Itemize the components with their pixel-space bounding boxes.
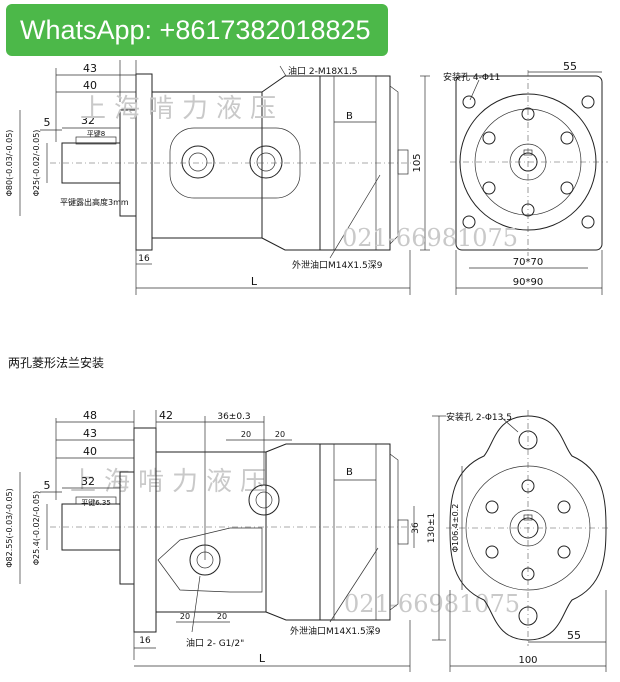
bottom-dim-36v: 36 [411,522,421,534]
bottom-dim-42: 42 [159,409,173,422]
watermark-cn-bottom: 上海啃力液压 [70,467,274,497]
top-key [75,136,117,145]
watermark-phone-bottom: 021-66981075 [344,590,520,618]
top-dim-40: 40 [83,79,97,92]
bottom-dim-20d: 20 [217,612,227,621]
section-title: 两孔菱形法兰安装 [8,355,104,370]
bottom-dim-130: 130±1 [427,513,437,543]
bottom-L: L [259,652,266,665]
bottom-dim-43: 43 [83,427,97,440]
top-side-view: 43 40 5 32 平键8 Φ80(-0.03/-0.05) Φ25(-0.0… [5,60,430,295]
top-key-label: 平键8 [87,129,105,138]
bottom-dim-20c: 20 [180,612,190,621]
bottom-drain-label: 外泄油口M14X1.5深9 [290,625,381,637]
top-L: L [251,275,258,288]
bottom-dim-5: 5 [44,479,51,492]
bottom-dim-20b: 20 [275,430,285,439]
bottom-side-view: 48 43 40 42 36±0.3 20 20 5 32 平键6.35 Φ82… [5,409,421,672]
bottom-dim-16: 16 [139,636,151,646]
bottom-key-label: 平键6.35 [81,498,111,507]
top-dim-90: 90*90 [513,277,543,288]
top-mount-holes: 安装孔 4-Φ11 [443,71,500,83]
top-port-label: 油口 2-M18X1.5 [288,65,358,77]
top-dim-70: 70*70 [513,257,543,268]
bottom-dia-254: Φ25.4(-0.02/-0.05) [32,491,41,565]
top-key-note: 平键露出高度3mm [60,197,129,207]
bottom-flange [133,427,157,633]
top-dia-80: Φ80(-0.03/-0.05) [5,130,14,197]
top-dim-5: 5 [44,116,51,129]
top-dim-16: 16 [138,254,150,264]
top-front-dim-55: 55 [563,60,577,73]
bottom-dim-40: 40 [83,445,97,458]
top-dim-32: 32 [81,114,95,127]
bottom-dim-100: 100 [518,655,537,666]
watermark-phone-top: 021-66981075 [342,224,518,252]
bottom-dia-8255: Φ82.55(-0.03/-0.05) [5,488,14,568]
bottom-front-view: 安装孔 2-Φ13.5 130±1 Φ106.4±0.2 55 100 [427,410,610,672]
top-dim-105: 105 [412,153,423,172]
bottom-mount-holes: 安装孔 2-Φ13.5 [446,411,512,423]
bottom-dim-106: Φ106.4±0.2 [451,504,460,553]
top-b-label: B [346,111,353,122]
bottom-port-label: 油口 2- G1/2" [186,637,244,649]
top-drain-label: 外泄油口M14X1.5深9 [292,259,383,271]
top-dia-25: Φ25(-0.02/-0.05) [32,130,41,197]
bottom-front-dim-55: 55 [567,629,581,642]
watermark-cn-top: 上海啃力液压 [80,94,284,124]
whatsapp-banner: WhatsApp: +8617382018825 [6,4,388,56]
bottom-dim-32: 32 [81,475,95,488]
bottom-dim-48: 48 [83,409,97,422]
top-dim-43: 43 [83,62,97,75]
bottom-dim-36: 36±0.3 [217,412,250,422]
bottom-b-label: B [346,467,353,478]
top-front-view: 安装孔 4-Φ11 55 70*70 90*90 [443,60,608,295]
bottom-dim-20a: 20 [241,430,251,439]
